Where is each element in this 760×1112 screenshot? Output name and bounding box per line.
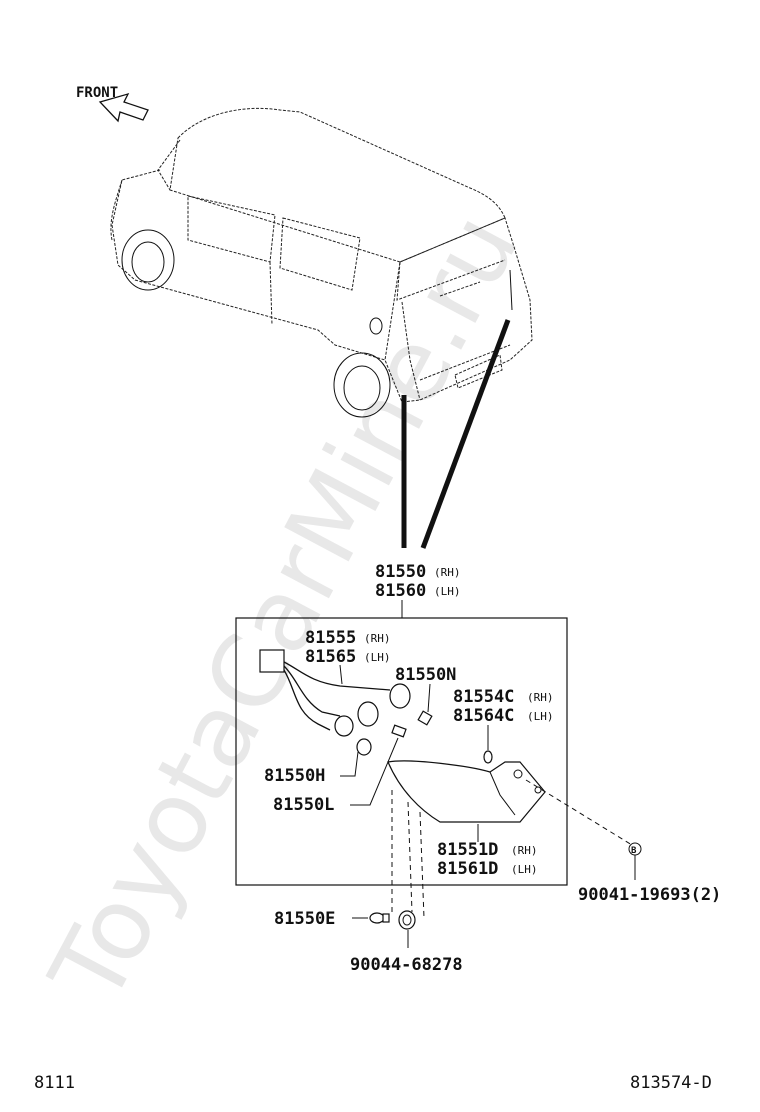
screw-marker: B [631,846,637,856]
part-81550n: 81550N [395,665,456,685]
lens-illustration [387,760,546,823]
vehicle-illustration [110,107,533,418]
side-rh: (RH) [364,632,391,645]
lens-label: 81551D (RH) 81561D (LH) [437,824,538,879]
part-81550h: 81550H [264,766,325,786]
socket-wire-illustration [259,649,433,756]
front-label: FRONT [76,85,118,101]
part-81550e: 81550E [274,909,335,929]
part-81564c: 81564C [453,706,514,726]
footer-left: 8111 [34,1073,75,1093]
part-90044-68278: 90044-68278 [350,955,463,975]
socket-wire-label: 81555 (RH) 81565 (LH) [305,628,391,685]
bottom-leaders [391,790,425,919]
leader-lines [401,269,513,549]
bulb-l-label: 81550L [273,737,399,815]
side-rh: (RH) [527,691,554,704]
part-81555: 81555 [305,628,356,648]
lamp-assembly-label: 81550 (RH) 81560 (LH) [375,562,461,618]
side-rh: (RH) [511,844,538,857]
part-81550l: 81550L [273,795,334,815]
front-arrow: FRONT [76,85,149,123]
footer-right: 813574-D [630,1073,712,1093]
part-81565: 81565 [305,647,356,667]
screw-callout: B 90041-19693(2) [525,779,721,905]
part-81550: 81550 [375,562,426,582]
side-lh: (LH) [527,710,554,723]
side-lh: (LH) [364,651,391,664]
part-81560: 81560 [375,581,426,601]
part-90041-19693: 90041-19693(2) [578,885,721,905]
nut-label: 90044-68278 [350,910,463,975]
part-81551d: 81551D [437,840,498,860]
side-lh: (LH) [434,585,461,598]
watermark: ToyotaCarMine.ru [27,195,541,1022]
assembly-box [235,617,568,886]
side-lh: (LH) [511,863,538,876]
bulb-h-label: 81550H [264,751,359,786]
bulb-e-label: 81550E [274,909,390,929]
side-rh: (RH) [434,566,461,579]
part-81561d: 81561D [437,859,498,879]
gasket-label: 81554C (RH) 81564C (LH) [453,687,554,764]
bulb-n-label: 81550N [395,665,456,713]
part-81554c: 81554C [453,687,514,707]
